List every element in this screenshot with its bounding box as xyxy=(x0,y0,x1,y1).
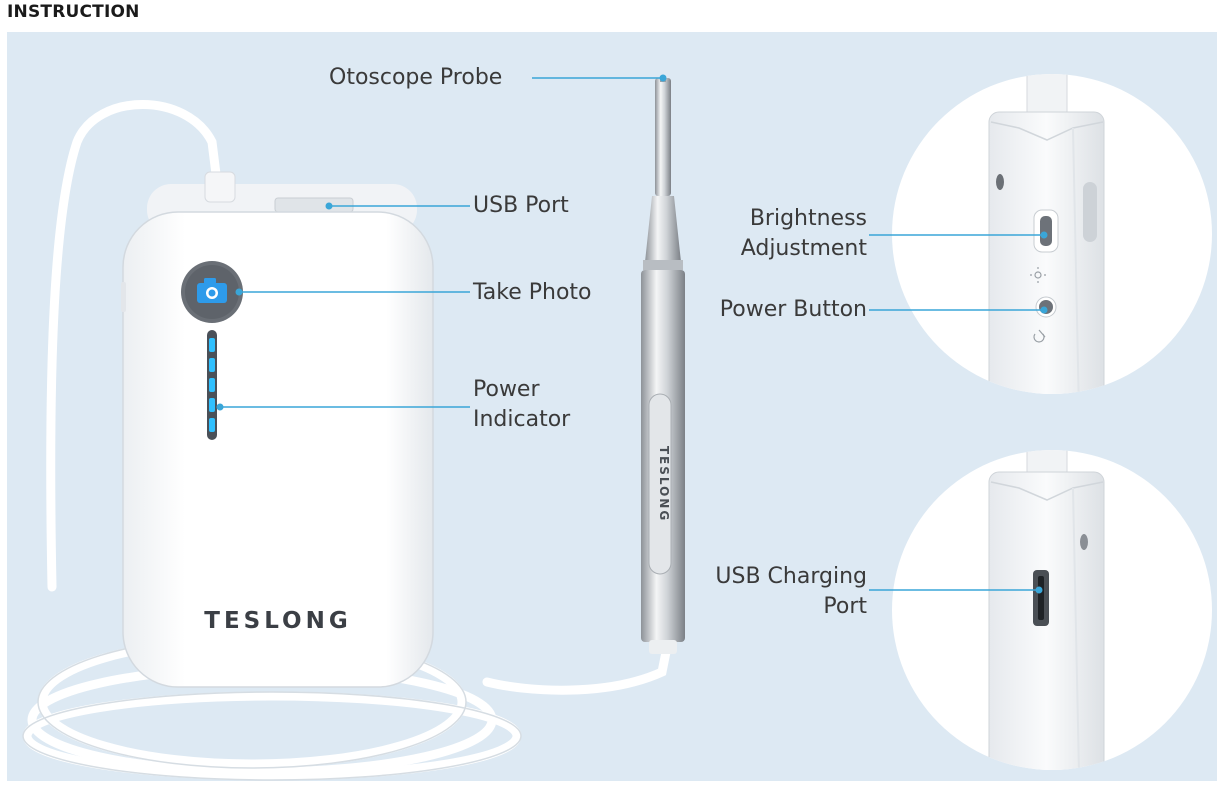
power-indicator-leds xyxy=(207,330,217,440)
label-power-indicator-line2: Indicator xyxy=(473,407,571,432)
callout-dots xyxy=(216,74,1048,594)
label-usb-charging-line1: USB Charging xyxy=(715,564,867,589)
instruction-diagram: TESLONG TESLONG Otoscope Probe USB Port … xyxy=(7,32,1217,781)
top-inset xyxy=(892,74,1212,394)
page-title: INSTRUCTION xyxy=(7,2,140,22)
bottom-inset xyxy=(892,450,1212,770)
label-usb-port: USB Port xyxy=(473,193,569,218)
diagram-graphic: TESLONG TESLONG xyxy=(22,74,1212,781)
label-power-indicator-line1: Power xyxy=(473,377,540,402)
label-take-photo: Take Photo xyxy=(473,280,592,305)
power-icon xyxy=(1033,329,1046,343)
label-power-indicator: Power Indicator xyxy=(473,375,570,435)
label-usb-charging-port: USB Charging Port xyxy=(715,562,867,622)
probe-brand: TESLONG xyxy=(657,446,671,522)
camera-icon xyxy=(197,278,227,303)
camera-button xyxy=(181,261,243,323)
device-body xyxy=(121,171,434,688)
otoscope-probe xyxy=(641,76,685,654)
label-power-button: Power Button xyxy=(719,297,867,322)
callout-lines xyxy=(220,77,1044,591)
device-brand: TESLONG xyxy=(204,608,351,634)
label-brightness-adjustment: Brightness Adjustment xyxy=(741,204,867,264)
label-brightness-line1: Brightness xyxy=(749,206,867,231)
label-brightness-line2: Adjustment xyxy=(740,236,867,261)
label-otoscope-probe: Otoscope Probe xyxy=(329,65,503,90)
sun-icon xyxy=(1030,267,1046,283)
label-usb-charging-line2: Port xyxy=(823,594,867,619)
